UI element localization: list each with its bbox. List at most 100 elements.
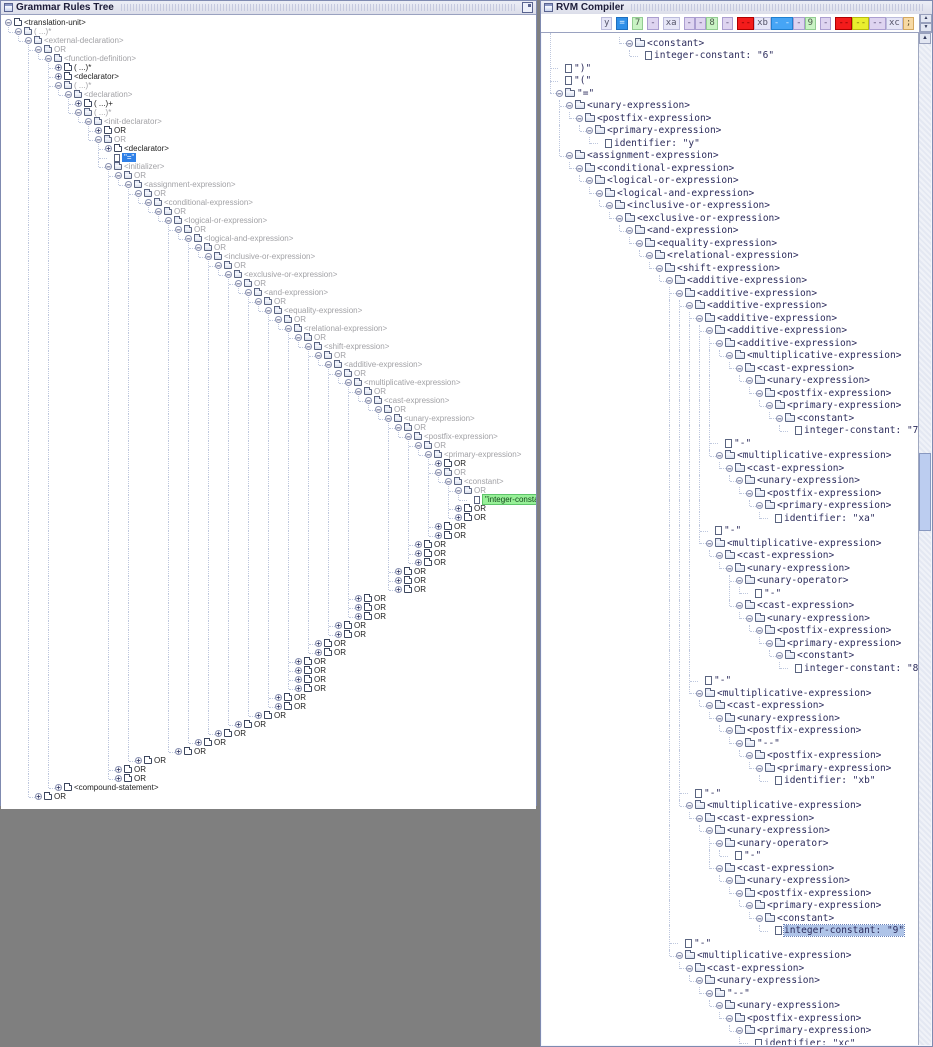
collapse-toggle-icon[interactable]: −	[135, 190, 142, 198]
tree-node[interactable]: "-"	[542, 587, 919, 600]
tree-node[interactable]: −<postfix-expression>	[542, 749, 919, 762]
collapse-toggle-icon[interactable]: −	[235, 280, 242, 288]
tree-node[interactable]: +OR	[1, 701, 536, 711]
tree-node[interactable]: +OR	[1, 773, 536, 783]
detach-window-icon[interactable]	[522, 2, 533, 13]
collapse-toggle-icon[interactable]: −	[586, 127, 593, 135]
scroll-up-icon[interactable]: ▲	[920, 14, 932, 23]
tree-node[interactable]: +OR	[1, 611, 536, 621]
expand-toggle-icon[interactable]: +	[335, 631, 342, 639]
tree-node[interactable]: −<init-declarator>	[1, 116, 536, 126]
collapse-toggle-icon[interactable]: −	[646, 252, 653, 260]
tree-node[interactable]: identifier: "xc"	[542, 1037, 919, 1045]
expand-toggle-icon[interactable]: +	[315, 640, 322, 648]
tree-node[interactable]: "integer-constant"	[1, 494, 536, 505]
tree-node[interactable]: +<compound-statement>	[1, 782, 536, 792]
tree-node[interactable]: −OR	[1, 467, 536, 477]
collapse-toggle-icon[interactable]: −	[776, 414, 783, 423]
expand-toggle-icon[interactable]: +	[415, 559, 422, 567]
tree-node[interactable]: "-"	[542, 937, 919, 950]
tree-node[interactable]: −OR	[1, 386, 536, 396]
tree-node[interactable]: +<declarator>	[1, 71, 536, 81]
collapse-toggle-icon[interactable]: −	[75, 109, 82, 117]
tree-node[interactable]: −<constant>	[542, 37, 919, 50]
tree-node[interactable]: −<postfix-expression>	[542, 624, 919, 637]
collapse-toggle-icon[interactable]: −	[345, 379, 352, 387]
tree-node[interactable]: −<inclusive-or-expression>	[1, 251, 536, 261]
source-token[interactable]: 8	[706, 16, 718, 30]
source-token[interactable]: -	[793, 16, 805, 30]
tree-node[interactable]: +OR	[1, 683, 536, 693]
tree-node[interactable]: −<multiplicative-expression>	[542, 349, 919, 362]
source-token[interactable]: xb	[754, 16, 771, 30]
tree-node[interactable]: −( ...)*	[1, 26, 536, 36]
collapse-toggle-icon[interactable]: −	[606, 202, 613, 210]
tree-node[interactable]: +OR	[1, 656, 536, 666]
collapse-toggle-icon[interactable]: −	[716, 552, 723, 560]
tree-node[interactable]: +( ...)+	[1, 98, 536, 108]
tree-node[interactable]: −"="	[542, 87, 919, 100]
tree-node[interactable]: −OR	[1, 206, 536, 216]
tree-node[interactable]: −OR	[1, 224, 536, 234]
tree-node[interactable]: −OR	[1, 170, 536, 180]
tree-node[interactable]: −<translation-unit>	[1, 17, 536, 27]
collapse-toggle-icon[interactable]: −	[676, 952, 683, 960]
collapse-toggle-icon[interactable]: −	[105, 163, 112, 171]
tree-node[interactable]: −OR	[1, 134, 536, 144]
source-token[interactable]: --	[869, 16, 886, 30]
tree-node[interactable]: −<primary-expression>	[542, 899, 919, 912]
collapse-toggle-icon[interactable]: −	[205, 253, 212, 261]
collapse-toggle-icon[interactable]: −	[576, 164, 583, 173]
collapse-toggle-icon[interactable]: −	[776, 652, 783, 660]
collapse-toggle-icon[interactable]: −	[696, 977, 703, 985]
tree-node[interactable]: ")"	[542, 62, 919, 75]
expand-toggle-icon[interactable]: +	[105, 145, 112, 153]
tree-node[interactable]: "-"	[542, 437, 919, 450]
tree-node[interactable]: −OR	[1, 44, 536, 54]
expand-toggle-icon[interactable]: +	[35, 793, 42, 801]
collapse-toggle-icon[interactable]: −	[756, 502, 763, 510]
expand-toggle-icon[interactable]: +	[315, 649, 322, 657]
tree-node[interactable]: −<unary-expression>	[542, 974, 919, 988]
collapse-toggle-icon[interactable]: −	[596, 189, 603, 198]
expand-toggle-icon[interactable]: +	[275, 694, 282, 702]
tree-node[interactable]: −<cast-expression>	[542, 812, 919, 825]
tree-node[interactable]: −<constant>	[542, 649, 919, 662]
source-token[interactable]: xc	[885, 16, 903, 30]
collapse-toggle-icon[interactable]: −	[726, 464, 733, 473]
collapse-toggle-icon[interactable]: −	[726, 564, 733, 573]
tree-node[interactable]: +OR	[1, 638, 536, 648]
expand-toggle-icon[interactable]: +	[415, 541, 422, 549]
collapse-toggle-icon[interactable]: −	[365, 397, 372, 405]
tree-node[interactable]: −<postfix-expression>	[1, 431, 536, 441]
source-token[interactable]: -	[647, 16, 659, 30]
expand-toggle-icon[interactable]: +	[435, 532, 442, 540]
tree-node[interactable]: −<postfix-expression>	[542, 724, 919, 737]
tree-node[interactable]: −<conditional-expression>	[1, 197, 536, 207]
tree-node[interactable]: +OR	[1, 647, 536, 657]
tree-node[interactable]: −<shift-expression>	[1, 341, 536, 351]
collapse-toggle-icon[interactable]: −	[245, 289, 252, 297]
source-token[interactable]: xa	[662, 16, 680, 30]
tree-node[interactable]: integer-constant: "9"	[542, 924, 919, 938]
collapse-toggle-icon[interactable]: −	[185, 235, 192, 243]
collapse-toggle-icon[interactable]: −	[425, 451, 432, 459]
tree-node[interactable]: −<unary-expression>	[542, 712, 919, 725]
tree-node[interactable]: −<unary-expression>	[542, 374, 919, 387]
collapse-toggle-icon[interactable]: −	[706, 989, 713, 998]
tree-node[interactable]: −<unary-operator>	[542, 574, 919, 587]
tree-node[interactable]: −<multiplicative-expression>	[542, 687, 919, 700]
source-token[interactable]: -	[721, 16, 734, 30]
expand-toggle-icon[interactable]: +	[295, 676, 302, 684]
expand-toggle-icon[interactable]: +	[355, 604, 362, 612]
collapse-toggle-icon[interactable]: −	[736, 602, 743, 610]
collapse-toggle-icon[interactable]: −	[716, 839, 723, 848]
collapse-toggle-icon[interactable]: −	[746, 377, 753, 385]
tree-node[interactable]: "-"	[542, 674, 919, 687]
expand-toggle-icon[interactable]: +	[435, 523, 442, 531]
collapse-toggle-icon[interactable]: −	[556, 89, 563, 98]
tree-node[interactable]: −<additive-expression>	[542, 274, 919, 288]
tree-node[interactable]: +OR	[1, 791, 536, 801]
source-token[interactable]: --	[737, 16, 755, 30]
collapse-toggle-icon[interactable]: −	[155, 208, 162, 216]
